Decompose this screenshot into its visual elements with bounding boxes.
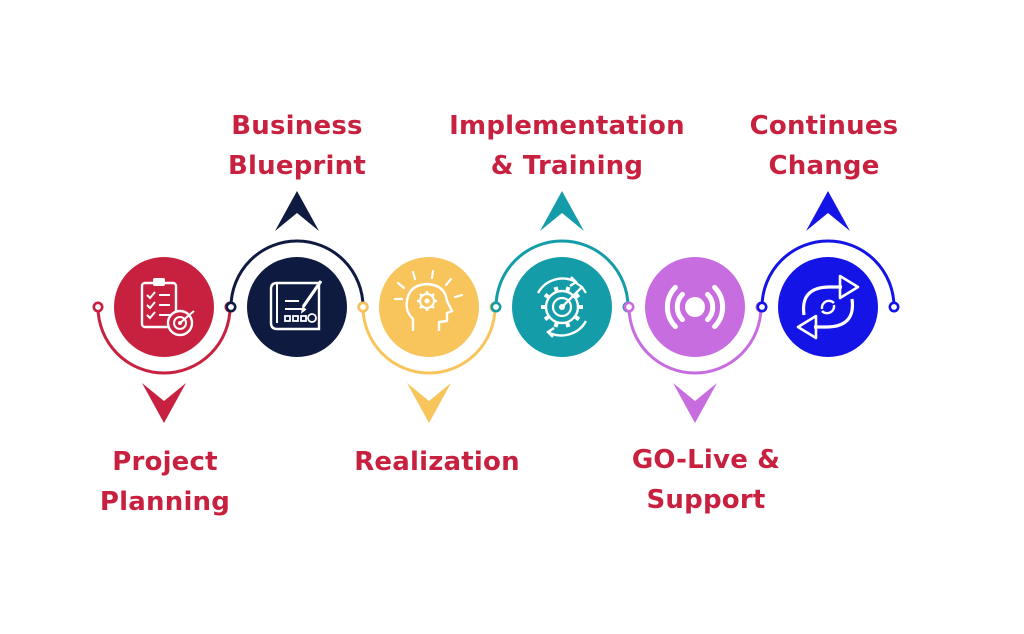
blueprint-pen-icon — [269, 280, 323, 331]
connector-arc — [229, 239, 365, 308]
connector-endpoint-dot — [623, 301, 635, 313]
head-gear-idea-icon — [393, 269, 464, 331]
gear-target-cycle-icon — [536, 276, 588, 338]
step-circle — [114, 257, 214, 357]
connector-endpoint-dot — [225, 301, 237, 313]
step-label-continues-change: Continues Change — [714, 106, 934, 186]
connector-arc — [96, 306, 232, 375]
connector-arc — [760, 239, 896, 308]
step-circle — [512, 257, 612, 357]
step-circle — [645, 257, 745, 357]
connector-arc — [494, 239, 630, 308]
step-circle — [247, 257, 347, 357]
step-label-business-blueprint: Business Blueprint — [192, 106, 402, 186]
step-label-line: Implementation — [449, 111, 685, 141]
step-circle — [778, 257, 878, 357]
pointer-arrow-icon — [407, 383, 451, 423]
connector-endpoint-dot — [888, 301, 900, 313]
step-label-realization: Realization — [322, 442, 552, 482]
step-circle — [379, 257, 479, 357]
pointer-arrow-icon — [673, 383, 717, 423]
step-label-line: Project — [112, 447, 218, 477]
pointer-arrow-icon — [275, 191, 319, 231]
broadcast-signal-icon — [664, 284, 726, 330]
step-label-line: & Training — [490, 151, 644, 181]
step-label-implementation-training: Implementation & Training — [436, 106, 698, 186]
step-label-project-planning: Project Planning — [60, 442, 270, 522]
connector-arc — [361, 306, 497, 375]
pointer-arrow-icon — [806, 191, 850, 231]
pointer-arrow-icon — [540, 191, 584, 231]
step-label-line: Blueprint — [228, 151, 366, 181]
step-label-line: Change — [768, 151, 880, 181]
step-label-line: Planning — [99, 487, 231, 517]
connector-endpoint-dot — [357, 301, 369, 313]
connector-endpoint-dot — [490, 301, 502, 313]
connector-endpoint-dot — [756, 301, 768, 313]
connector-arc — [627, 306, 763, 375]
step-label-line: Support — [646, 485, 766, 515]
refresh-cycle-icon — [796, 274, 860, 340]
checklist-target-icon — [140, 278, 195, 337]
step-label-go-live-support: GO-Live & Support — [601, 440, 811, 520]
step-label-line: Realization — [354, 447, 520, 477]
pointer-arrow-icon — [142, 383, 186, 423]
step-connector — [756, 191, 900, 313]
step-label-line: Continues — [749, 111, 899, 141]
step-label-line: Business — [231, 111, 363, 141]
connector-endpoint-dot — [92, 301, 104, 313]
step-label-line: GO-Live & — [631, 445, 781, 475]
